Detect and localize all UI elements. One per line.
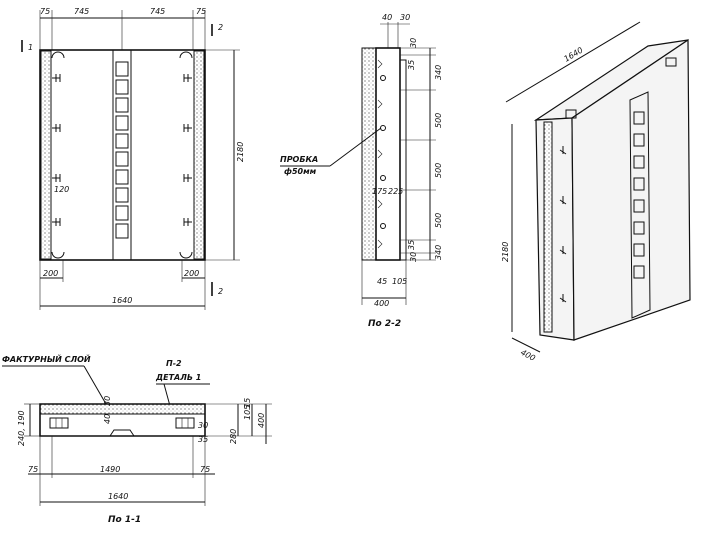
panel-outline: [39, 49, 206, 261]
bottom-dim-45: 45: [377, 277, 387, 286]
right-dim-400: 400: [257, 413, 266, 428]
plan-section: ФАКТУРНЫЙ СЛОЙ П-2 ДЕТАЛЬ 1 240, 190 40 …: [2, 353, 272, 525]
iso-length-dimension-line: [505, 21, 641, 103]
right-dim-280: 280: [229, 429, 238, 444]
height-dim-2180: 2180: [236, 142, 245, 162]
top-dim-40: 40: [382, 13, 392, 22]
pitch-dim-340-top: 340: [434, 65, 443, 80]
small-dim-35-top: 35: [407, 60, 416, 70]
pitch-dim-500-1: 500: [434, 113, 443, 128]
mid-dim-40: 40: [103, 414, 112, 424]
detail-leader-line: [163, 383, 171, 407]
embedded-fittings: [52, 74, 192, 226]
part-label-p2: П-2: [166, 359, 182, 368]
detail-label: ДЕТАЛЬ 1: [155, 373, 201, 382]
small-dim-30-bottom: 30: [409, 252, 418, 262]
plug-leader-line: [329, 127, 382, 167]
inner-dim-120: 120: [54, 185, 69, 194]
section-mark-2-top: 2: [218, 23, 223, 32]
pitch-dim-500-3: 500: [434, 213, 443, 228]
section-mark-2-bottom: 2: [218, 287, 223, 296]
top-dim-745-right: 745: [150, 7, 165, 16]
top-dim-75-left: 75: [40, 7, 50, 16]
iso-plugs: [559, 146, 567, 303]
isometric-view: 1640 2180 400: [501, 21, 691, 363]
pitch-dim-500-2: 500: [434, 163, 443, 178]
width-dim-1640: 1640: [112, 296, 132, 305]
section-body: [375, 47, 401, 261]
section-mark-1: 1: [28, 43, 33, 52]
iso-height-dim-2180: 2180: [501, 242, 510, 262]
iso-depth-dim-400: 400: [519, 348, 537, 363]
small-dim-30-top: 30: [409, 38, 418, 48]
facing-layer: [361, 47, 377, 261]
small-dim-35-bottom: 35: [407, 240, 416, 250]
side-section: 40 30 30 35 35 30 340 500 500 500: [280, 13, 443, 329]
plan-facing-layer: [39, 403, 206, 415]
bottom-dim-200-right: 200: [184, 269, 199, 278]
plug-label: ПРОБКА: [280, 155, 318, 164]
bottom-dim-105: 105: [392, 277, 407, 286]
top-dim-30: 30: [400, 13, 410, 22]
right-dim-15: 15: [243, 398, 252, 408]
mid-dim-30: 30: [103, 396, 112, 406]
side-dim-175: 175: [372, 187, 387, 196]
rib-keys: [115, 61, 129, 239]
right-dim-105: 105: [243, 405, 252, 420]
plug-holes: [380, 75, 386, 229]
pitch-dim-340-bottom: 340: [434, 245, 443, 260]
iso-front-edge: [535, 117, 575, 341]
plug-size: ф50мм: [284, 167, 317, 176]
side-dim-225: 225: [388, 187, 403, 196]
front-view: 75 745 745 75 1 2: [21, 7, 245, 310]
iso-rib-keys: [633, 111, 645, 279]
plan-width-dim-1640: 1640: [108, 492, 128, 501]
section-title-2-2: По 2-2: [368, 319, 401, 329]
iso-length-dim-1640: 1640: [562, 46, 584, 64]
facing-leader-line: [83, 365, 107, 405]
right-dim-35: 35: [198, 435, 208, 444]
inner-width-dim-1490: 1490: [100, 465, 120, 474]
top-dim-75-right: 75: [196, 7, 206, 16]
bottom-dim-200-left: 200: [43, 269, 58, 278]
left-height-dim: 240, 190: [17, 410, 26, 446]
top-dim-745-left: 745: [74, 7, 89, 16]
width-dim-400: 400: [374, 299, 389, 308]
edge-dim-75-left: 75: [28, 465, 38, 474]
edge-dim-75-right: 75: [200, 465, 210, 474]
facing-layer-label: ФАКТУРНЫЙ СЛОЙ: [2, 353, 91, 364]
section-title-1-1: По 1-1: [108, 515, 141, 525]
right-dim-30: 30: [198, 421, 208, 430]
